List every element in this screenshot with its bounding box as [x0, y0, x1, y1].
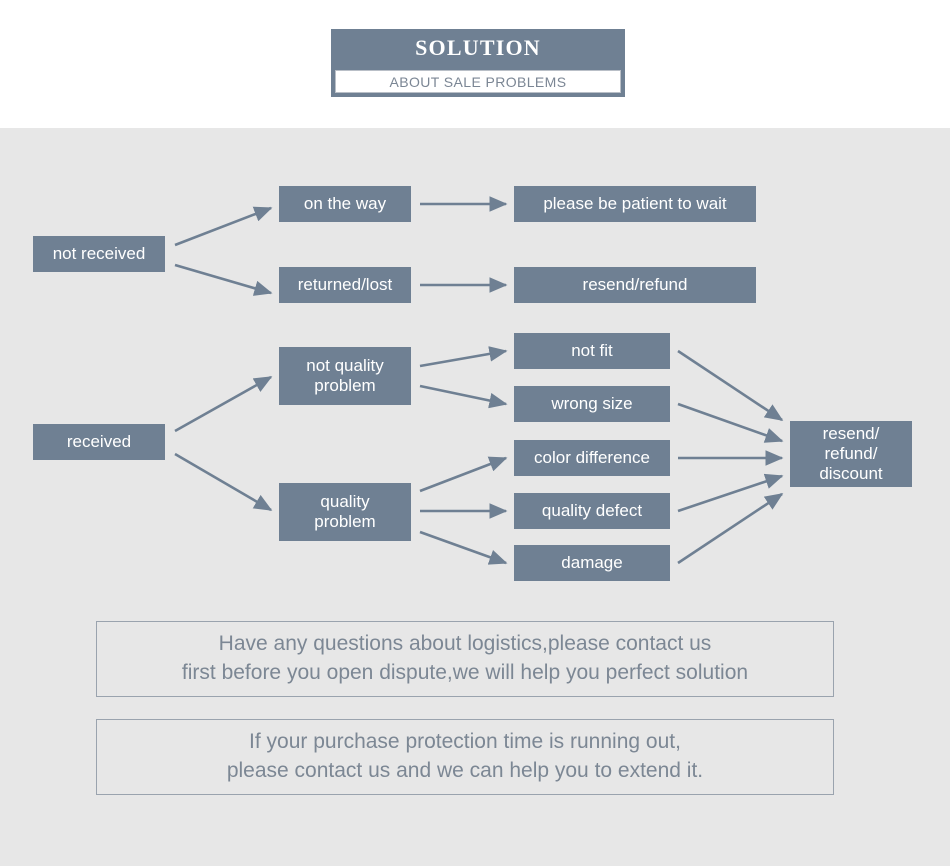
flow-node-on-the-way: on the way — [279, 186, 411, 222]
arrow-received-to-quality-problem — [174, 452, 273, 512]
flow-node-wrong-size: wrong size — [514, 386, 670, 422]
arrow-not-received-to-on-the-way — [174, 206, 273, 247]
arrow-quality-problem-to-color-difference — [419, 456, 508, 493]
content-panel: not received on the way returned/lost pleas… — [0, 128, 950, 866]
flow-node-quality-defect: quality defect — [514, 493, 670, 529]
flow-node-resend-refund: resend/refund — [514, 267, 756, 303]
edge-group — [174, 196, 784, 565]
protection-notice: If your purchase protection time is runn… — [96, 719, 834, 795]
header-banner: SOLUTION ABOUT SALE PROBLEMS — [331, 29, 625, 97]
page-title: SOLUTION — [415, 35, 541, 60]
arrow-quality-defect-to-resend-refund-discount — [677, 473, 784, 513]
flow-node-damage: damage — [514, 545, 670, 581]
arrow-damage-to-resend-refund-discount — [677, 492, 784, 565]
arrow-not-quality-problem-to-not-fit — [419, 346, 508, 368]
flow-node-not-received: not received — [33, 236, 165, 272]
header-subtitle-box: ABOUT SALE PROBLEMS — [335, 70, 621, 93]
flow-node-color-difference: color difference — [514, 440, 670, 476]
flow-node-returned-lost: returned/lost — [279, 267, 411, 303]
arrow-not-received-to-returned/lost — [174, 263, 273, 296]
arrow-not-fit-to-resend-refund-discount — [677, 349, 784, 422]
arrow-not-quality-problem-to-wrong-size — [419, 384, 508, 409]
flow-node-please-be-patient: please be patient to wait — [514, 186, 756, 222]
arrow-wrong-size-to-resend-refund-discount — [677, 402, 784, 443]
flow-node-resend-refund-discount: resend/ refund/ discount — [790, 421, 912, 487]
flow-node-not-quality-problem: not quality problem — [279, 347, 411, 405]
arrow-quality-problem-to-damage — [419, 530, 508, 565]
flow-node-received: received — [33, 424, 165, 460]
header-subtitle: ABOUT SALE PROBLEMS — [389, 74, 567, 90]
arrow-received-to-not-quality-problem — [174, 375, 273, 433]
logistics-notice: Have any questions about logistics,pleas… — [96, 621, 834, 697]
flow-node-not-fit: not fit — [514, 333, 670, 369]
flow-node-quality-problem: quality problem — [279, 483, 411, 541]
